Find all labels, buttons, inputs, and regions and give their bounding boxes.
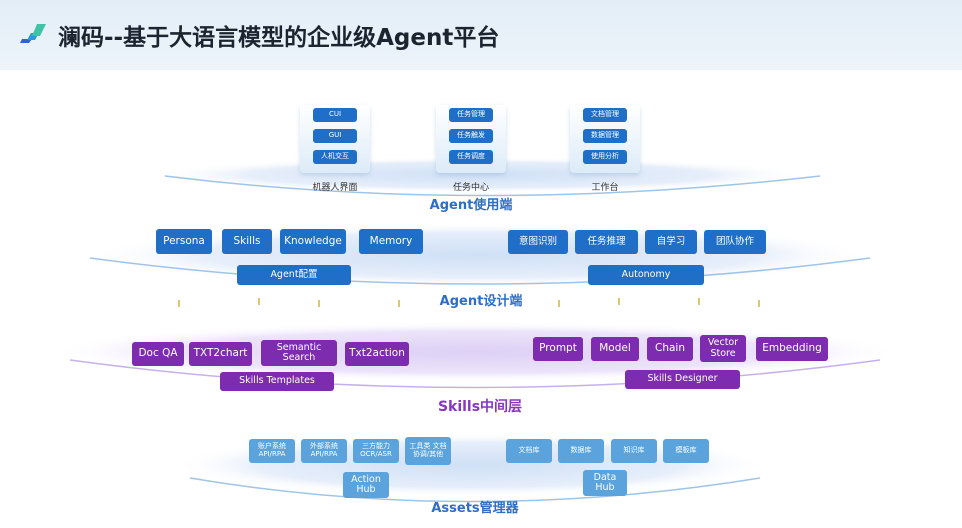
config-knowledge: Knowledge — [280, 229, 346, 254]
template-doc-qa: Doc QA — [132, 342, 184, 366]
skills-templates-label: Skills Templates — [220, 372, 334, 391]
ui-item-gui: GUI — [313, 129, 357, 143]
connector-tick — [318, 300, 320, 307]
action-tools: 工具类 文档协调/其他 — [405, 437, 451, 465]
ui-item-task-mgmt: 任务管理 — [449, 108, 493, 122]
connector-tick — [558, 300, 560, 307]
connector-tick — [618, 298, 620, 305]
data-hub-label: Data Hub — [583, 470, 627, 496]
ui-item-task-schedule: 任务调度 — [449, 150, 493, 164]
layer-label-assets: Assets管理器 — [431, 501, 519, 516]
layer-label-skills: Skills中间层 — [437, 399, 523, 415]
group-label-task-center: 任务中心 — [452, 183, 489, 193]
action-hub-label: Action Hub — [343, 472, 389, 498]
agent-config-label: Agent配置 — [237, 265, 351, 285]
autonomy-label: Autonomy — [588, 265, 704, 285]
autonomy-reasoning: 任务推理 — [575, 230, 638, 254]
ui-item-task-trigger: 任务触发 — [449, 129, 493, 143]
action-third-party: 三方能力 OCR/ASR — [353, 439, 399, 463]
data-doc-lib: 文档库 — [506, 439, 552, 463]
designer-model: Model — [591, 337, 639, 361]
config-memory: Memory — [359, 229, 423, 254]
group-label-robot-ui: 机器人界面 — [312, 183, 358, 193]
layer-label-agent-design: Agent设计端 — [439, 294, 523, 309]
connector-tick — [758, 300, 760, 307]
config-skills: Skills — [222, 229, 272, 254]
ui-item-doc-mgmt: 文档管理 — [583, 108, 627, 122]
connector-tick — [258, 298, 260, 305]
autonomy-intent: 意图识别 — [508, 230, 568, 254]
autonomy-self-learning: 自学习 — [645, 230, 697, 254]
ui-item-data-mgmt: 数据管理 — [583, 129, 627, 143]
connector-tick — [398, 300, 400, 307]
connector-tick — [698, 298, 700, 305]
ui-item-usage-analysis: 使用分析 — [583, 150, 627, 164]
ui-item-cui: CUI — [313, 108, 357, 122]
template-txt2action: Txt2action — [345, 342, 409, 366]
template-semantic-search: Semantic Search — [261, 340, 337, 366]
designer-vector-store: Vector Store — [700, 335, 746, 362]
data-database: 数据库 — [558, 439, 604, 463]
logo-icon — [20, 24, 46, 43]
ui-item-hci: 人机交互 — [313, 150, 357, 164]
config-persona: Persona — [156, 229, 212, 254]
designer-chain: Chain — [647, 337, 693, 361]
header-bar — [0, 0, 962, 70]
skills-designer-label: Skills Designer — [625, 370, 740, 389]
designer-prompt: Prompt — [533, 337, 583, 361]
designer-embedding: Embedding — [756, 337, 828, 361]
page-title: 澜码--基于大语言模型的企业级Agent平台 — [58, 25, 500, 51]
action-external-system: 外部系统 API/RPA — [301, 439, 347, 463]
autonomy-teamwork: 团队协作 — [704, 230, 766, 254]
action-account-system: 账户系统 API/RPA — [249, 439, 295, 463]
data-knowledge-lib: 知识库 — [611, 439, 657, 463]
data-template-lib: 模板库 — [663, 439, 709, 463]
template-txt2chart: TXT2chart — [189, 342, 252, 366]
group-label-workbench: 工作台 — [591, 183, 619, 193]
layer-label-agent-ui: Agent使用端 — [429, 198, 513, 213]
connector-tick — [178, 300, 180, 307]
